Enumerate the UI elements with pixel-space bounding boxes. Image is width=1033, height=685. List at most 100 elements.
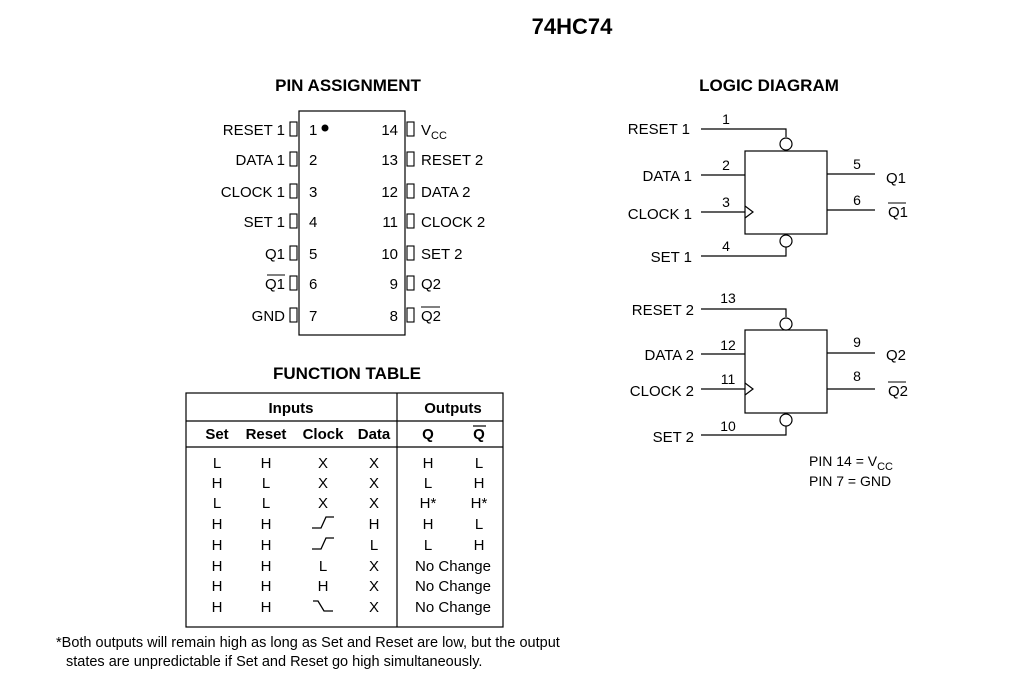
pin-label-q1: Q1 <box>265 246 285 263</box>
cell-q: L <box>424 537 432 554</box>
cell-reset: L <box>262 495 270 512</box>
cell-data: X <box>369 599 379 616</box>
cell-q: L <box>424 475 432 492</box>
pin-stub-2 <box>289 151 298 167</box>
cell-reset: H <box>261 516 272 533</box>
ff1-labels: RESET 1 DATA 1 CLOCK 1 SET 1 Q1 Q1 <box>628 121 908 266</box>
page-title: 74HC74 <box>532 14 613 39</box>
cell-clock: X <box>318 495 328 512</box>
pin-num-8: 8 <box>390 308 398 325</box>
pin-label-q2: Q2 <box>421 276 441 293</box>
ff2-q-bar-pin: 8 <box>853 368 861 384</box>
ff2-clock-triangle-icon <box>744 382 754 396</box>
ff1-q-bar-label: Q1 <box>888 204 908 221</box>
pin-num-7: 7 <box>309 308 317 325</box>
table-row: H H L X No Change <box>212 558 491 575</box>
right-pin-numbers: 14 13 12 11 10 9 8 <box>381 122 398 325</box>
cell-q-bar: L <box>475 455 483 472</box>
cell-clock: L <box>319 558 327 575</box>
ff2-q-pin: 9 <box>853 334 861 350</box>
ff2-clock-pin: 11 <box>721 371 736 387</box>
pin-num-9: 9 <box>390 276 398 293</box>
cell-data: H <box>369 516 380 533</box>
pin-label-clock2: CLOCK 2 <box>421 214 485 231</box>
cell-reset: H <box>261 537 272 554</box>
footnote-line-2: states are unpredictable if Set and Rese… <box>66 654 482 670</box>
pin-stub-11 <box>406 213 415 229</box>
table-row: H L X X L H <box>212 475 485 492</box>
right-pin-stubs <box>406 121 415 323</box>
cell-clock: X <box>318 475 328 492</box>
ff1-set-pin: 4 <box>722 238 730 254</box>
col-header-q: Q <box>422 426 434 443</box>
pin-num-13: 13 <box>381 152 398 169</box>
table-group-outputs: Outputs <box>424 400 482 417</box>
pin-num-5: 5 <box>309 246 317 263</box>
cell-set: H <box>212 578 223 595</box>
ff1-reset-label: RESET 1 <box>628 121 690 138</box>
table-row: H H L L H <box>212 537 485 554</box>
left-pin-numbers: 1 2 3 4 5 6 7 <box>309 122 317 325</box>
pin-stub-3 <box>289 183 298 199</box>
cell-data: X <box>369 495 379 512</box>
ff1-data-pin: 2 <box>722 157 730 173</box>
pin-stub-12 <box>406 183 415 199</box>
cell-q: H <box>423 516 434 533</box>
flip-flop-1 <box>701 128 875 257</box>
pin-num-12: 12 <box>381 184 398 201</box>
pin-num-4: 4 <box>309 214 317 231</box>
pin-num-11: 11 <box>382 214 398 231</box>
pin-stub-8 <box>406 307 415 323</box>
table-row: L L X X H* H* <box>213 495 488 512</box>
pin-stub-9 <box>406 275 415 291</box>
pin-assignment-heading: PIN ASSIGNMENT <box>275 76 421 95</box>
table-border <box>185 392 504 628</box>
ff1-q-bar-pin: 6 <box>853 192 861 208</box>
ff2-pin-numbers: 13 12 11 10 9 8 <box>720 290 861 434</box>
ff1-reset-wire <box>701 128 787 137</box>
cell-clock: H <box>318 578 329 595</box>
pin-label-reset2: RESET 2 <box>421 152 483 169</box>
pin-stub-1 <box>289 121 298 137</box>
ff1-reset-bubble <box>779 137 793 151</box>
cell-q-bar: H <box>474 537 485 554</box>
ff2-reset-pin: 13 <box>720 290 736 306</box>
cell-set: H <box>212 558 223 575</box>
ff2-set-label: SET 2 <box>653 429 694 446</box>
ff2-q-label: Q2 <box>886 347 906 364</box>
cell-q: H* <box>420 495 437 512</box>
ff2-q-bar-label: Q2 <box>888 383 908 400</box>
cell-q-bar: H* <box>471 495 488 512</box>
right-pin-labels: VCC RESET 2 DATA 2 CLOCK 2 SET 2 Q2 Q2 <box>421 122 485 325</box>
ff1-reset-pin: 1 <box>722 111 730 127</box>
pin-num-6: 6 <box>309 276 317 293</box>
ff2-labels: RESET 2 DATA 2 CLOCK 2 SET 2 Q2 Q2 <box>630 302 908 446</box>
ff1-clock-label: CLOCK 1 <box>628 206 692 223</box>
ff2-clock-label: CLOCK 2 <box>630 383 694 400</box>
power-note-gnd: PIN 7 = GND <box>809 473 891 489</box>
rising-edge-icon <box>312 537 334 550</box>
pin-label-q1-bar: Q1 <box>265 276 285 293</box>
table-body: L H X X H L H L X X L H L L X X <box>212 455 491 616</box>
pin-stub-10 <box>406 245 415 261</box>
ff2-data-pin: 12 <box>720 337 736 353</box>
cell-set: L <box>213 455 221 472</box>
table-row: H H H X No Change <box>212 578 491 595</box>
cell-q: H <box>423 455 434 472</box>
table-group-inputs: Inputs <box>269 400 314 417</box>
ff1-body <box>744 150 828 235</box>
left-pin-stubs <box>289 121 298 323</box>
pin-label-gnd: GND <box>252 308 286 325</box>
pin-stub-7 <box>289 307 298 323</box>
ic-body <box>298 110 406 336</box>
pin-label-clock1: CLOCK 1 <box>221 184 285 201</box>
ff2-set-pin: 10 <box>720 418 736 434</box>
pin-label-vcc: VCC <box>421 122 447 142</box>
ff2-reset-label: RESET 2 <box>632 302 694 319</box>
col-header-set: Set <box>205 426 228 443</box>
pin-num-10: 10 <box>381 246 398 263</box>
ff1-set-bubble <box>779 234 793 248</box>
cell-output: No Change <box>415 599 491 616</box>
logic-diagram-heading: LOGIC DIAGRAM <box>699 76 839 95</box>
